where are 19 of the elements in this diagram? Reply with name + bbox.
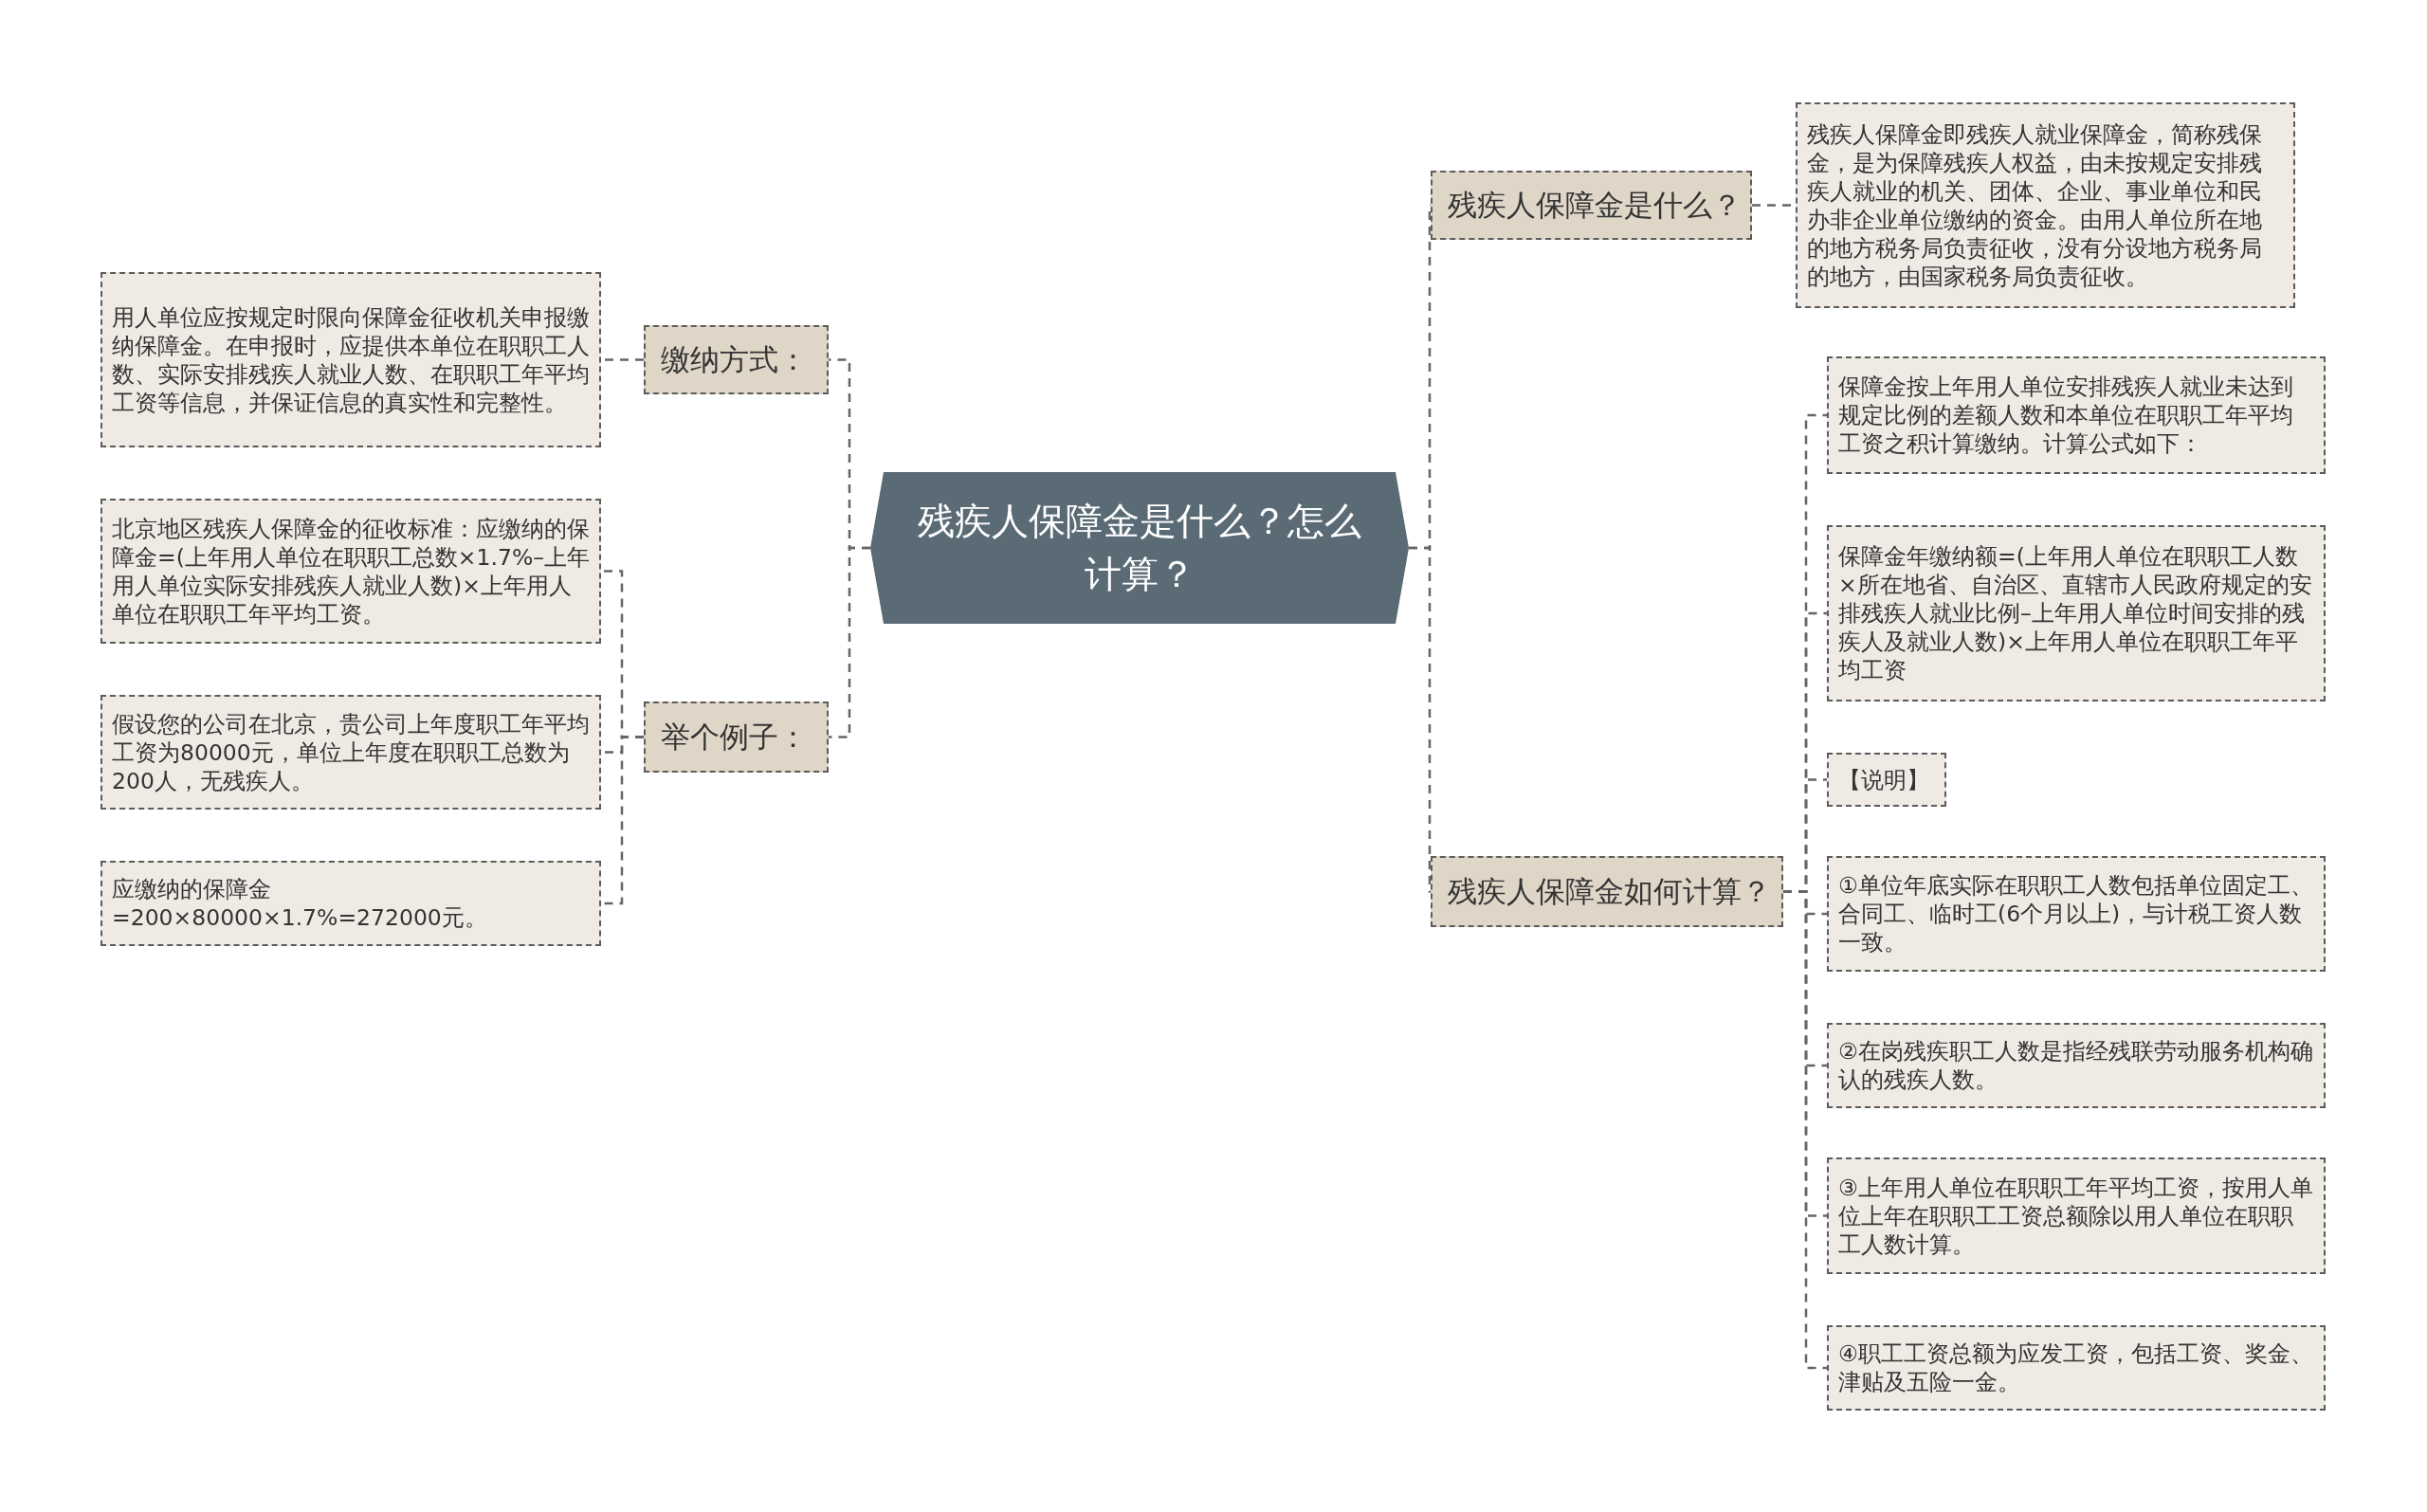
note-box: 北京地区残疾人保障金的征收标准：应缴纳的保障金=(上年用人单位在职职工总数×1.7%–上年用人单位实际安排残疾人就业人数)×上年用人单位在职职工年平均工资。 — [100, 499, 601, 644]
subtopic-box: 举个例子： — [644, 701, 829, 773]
connector-line — [829, 546, 870, 738]
note-box: ③上年用人单位在职职工年平均工资，按用人单位上年在职职工工资总额除以用人单位在职职工人数计算。 — [1827, 1157, 2326, 1274]
subtopic-box: 缴纳方式： — [644, 325, 829, 394]
note-box: 保障金按上年用人单位安排残疾人就业未达到规定比例的差额人数和本单位在职职工年平均工资之积计算缴纳。计算公式如下： — [1827, 356, 2326, 474]
note-box: 保障金年缴纳额=(上年用人单位在职职工人数×所在地省、自治区、直辖市人民政府规定的安排残疾人就业比例–上年用人单位时间安排的残疾人及就业人数)×上年用人单位在职职工年平均工资 — [1827, 525, 2326, 701]
note-box: 【说明】 — [1827, 753, 1946, 807]
subtopic-box: 残疾人保障金如何计算？ — [1431, 856, 1783, 927]
note-box: ②在岗残疾职工人数是指经残联劳动服务机构确认的残疾人数。 — [1827, 1023, 2326, 1108]
note-box: 残疾人保障金即残疾人就业保障金，简称残保金，是为保障残疾人权益，由未按规定安排残疾人就业的机关、团体、企业、事业单位和民办非企业单位缴纳的资金。由用人单位所在地的地方税务局负责征收，没有分设地方税务局的地方，由国家税务局负责征收。 — [1796, 102, 2295, 308]
note-box: ①单位年底实际在职职工人数包括单位固定工、合同工、临时工(6个月以上)，与计税工资人数一致。 — [1827, 856, 2326, 972]
connector-line — [1409, 546, 1432, 893]
note-box: ④职工工资总额为应发工资，包括工资、奖金、津贴及五险一金。 — [1827, 1325, 2326, 1411]
central-topic-title: 残疾人保障金是什么？怎么计算？ — [917, 499, 1362, 597]
note-box: 应缴纳的保障金=200×80000×1.7%=272000元。 — [100, 861, 601, 946]
subtopic-box: 残疾人保障金是什么？ — [1431, 171, 1752, 240]
note-box: 假设您的公司在北京，贵公司上年度职工年平均工资为80000元，单位上年度在职职工总数为200人，无残疾人。 — [100, 695, 601, 810]
note-box: 用人单位应按规定时限向保障金征收机关申报缴纳保障金。在申报时，应提供本单位在职职工人数、实际安排残疾人就业人数、在职职工年平均工资等信息，并保证信息的真实性和完整性。 — [100, 272, 601, 447]
